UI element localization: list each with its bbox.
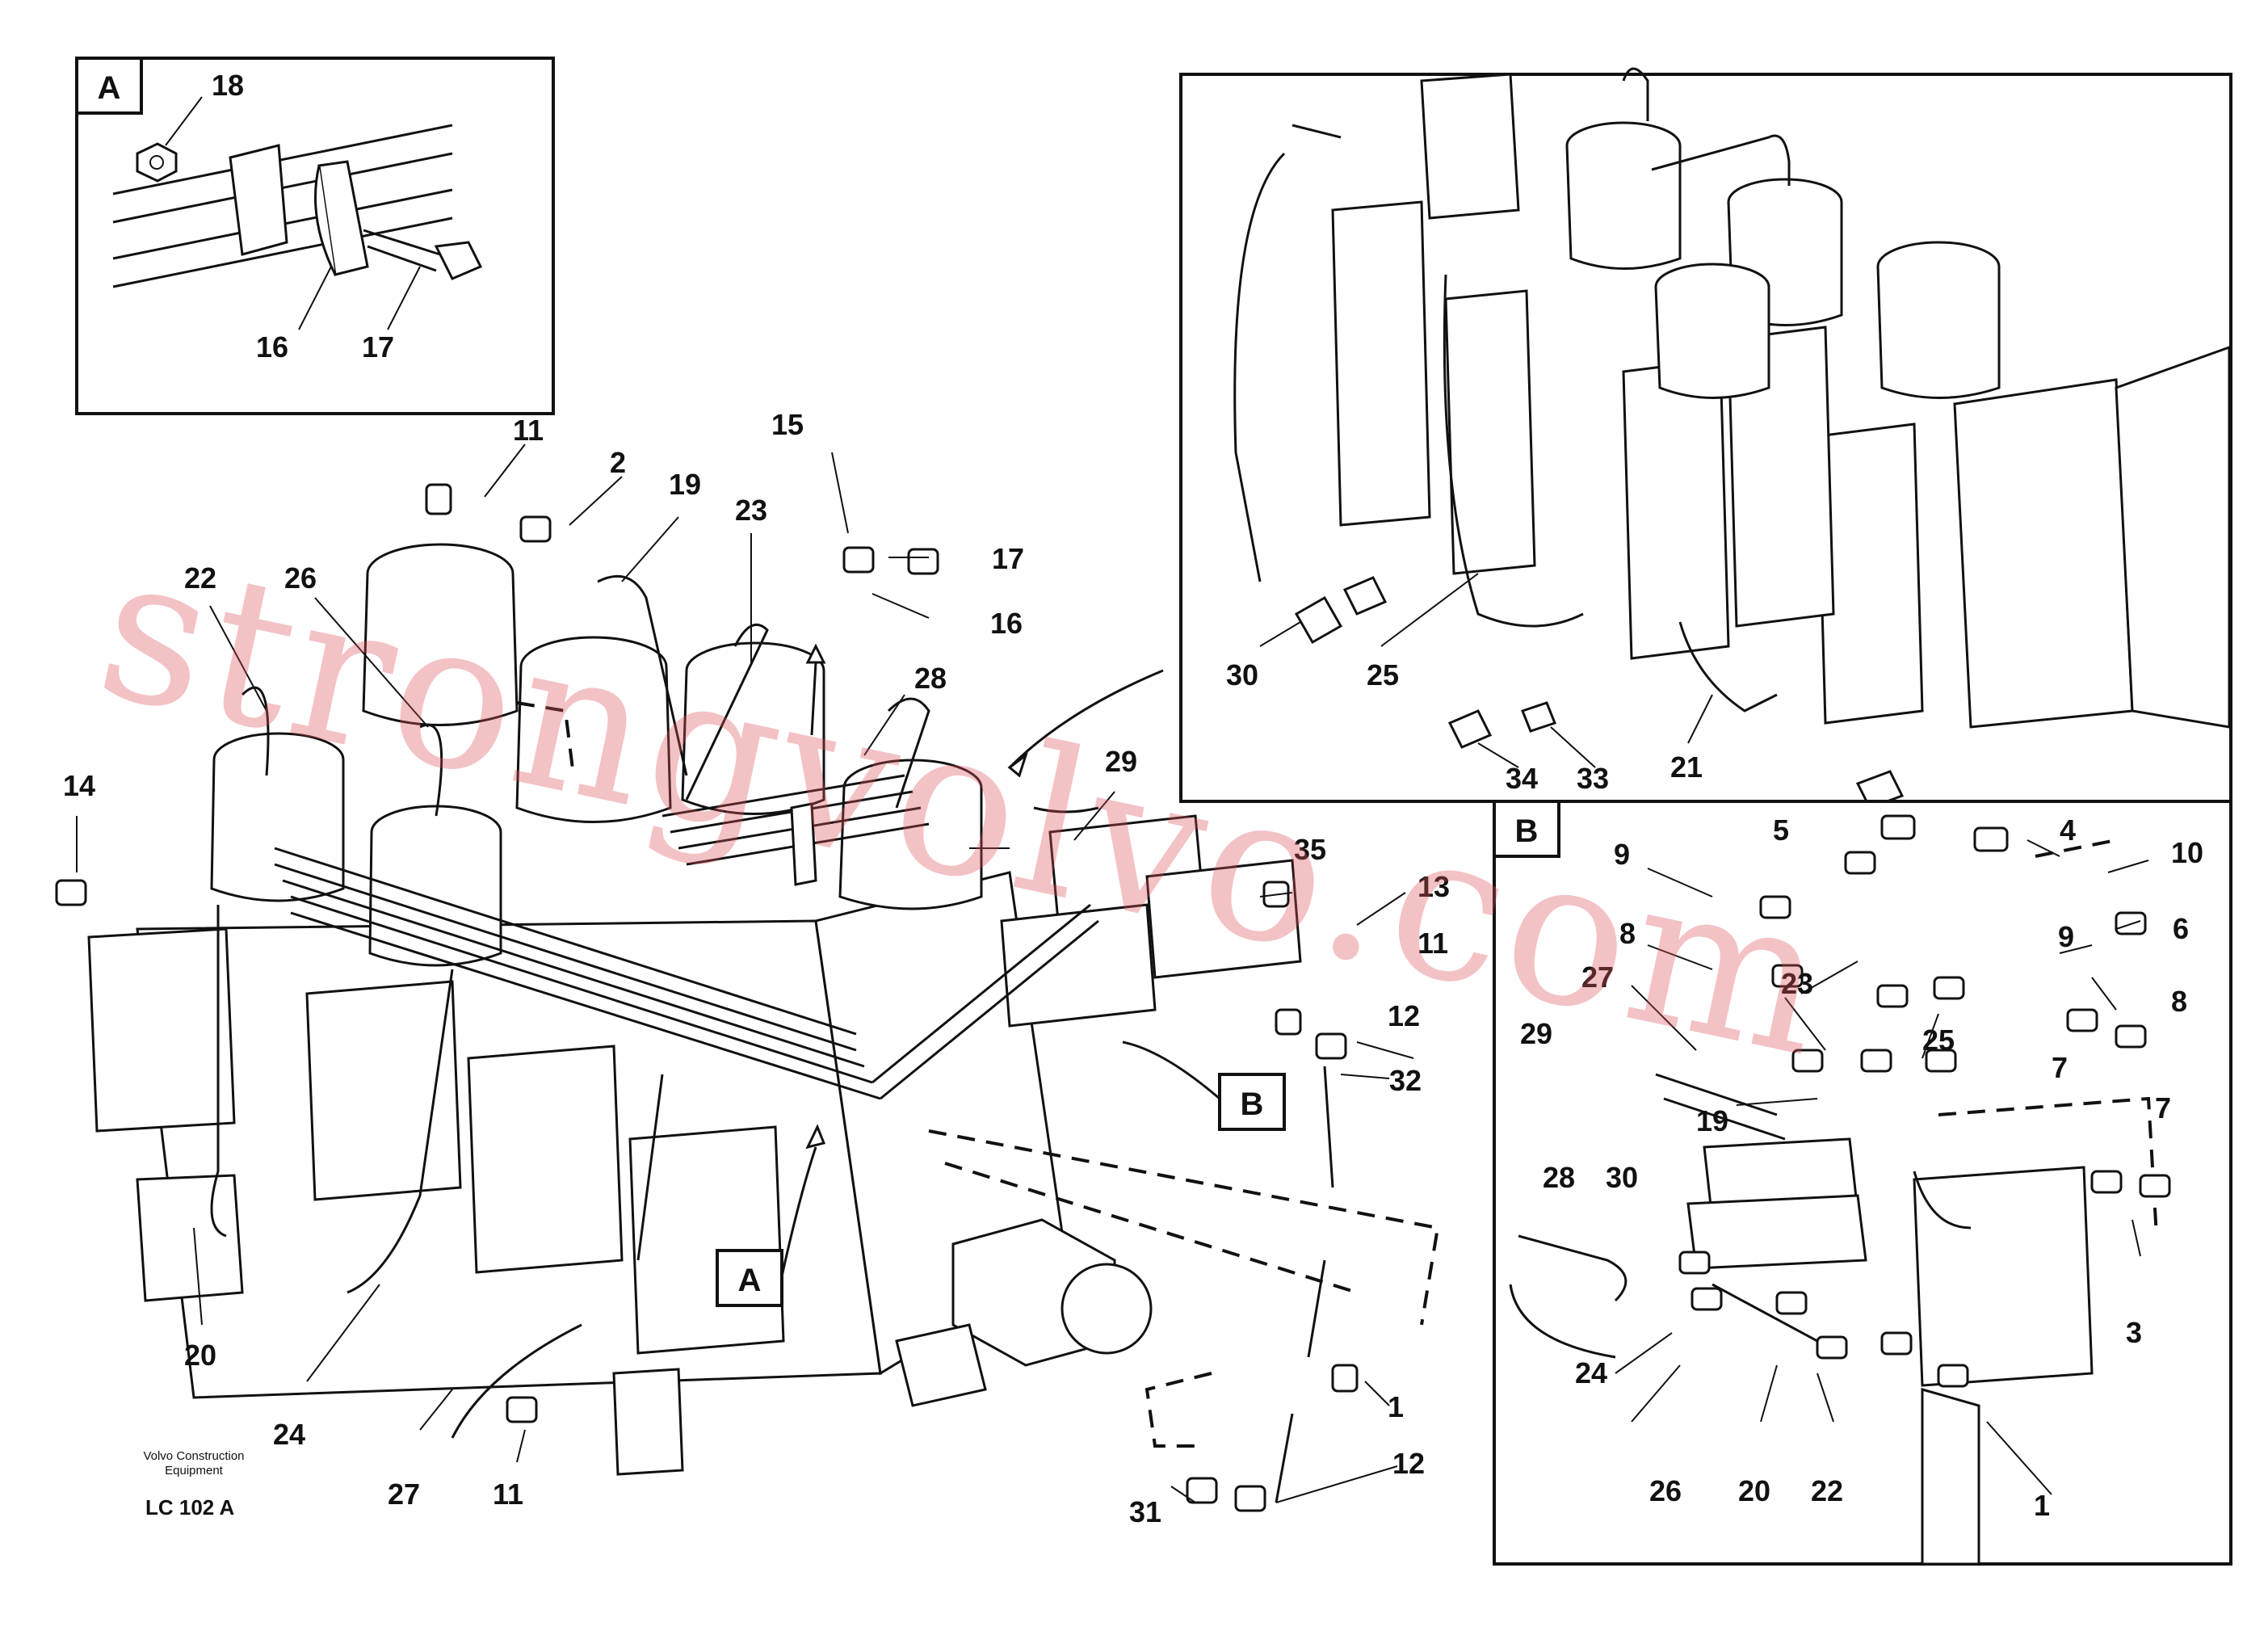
- callout-label: 11: [493, 1478, 523, 1511]
- footer-brand-line2: Equipment: [165, 1464, 224, 1478]
- callout-label: 2: [610, 446, 626, 479]
- callout-label: 31: [1129, 1495, 1161, 1528]
- callout-label: 20: [184, 1339, 216, 1372]
- callout-label: 28: [914, 662, 947, 695]
- inset-a-detail: A 18 16 17: [75, 57, 555, 415]
- callout-label: 17: [362, 330, 394, 364]
- callout-label: 28: [1543, 1161, 1575, 1194]
- callout-label: 22: [184, 561, 216, 595]
- callout-label: 7: [2155, 1091, 2171, 1124]
- callout-label: 22: [1811, 1474, 1843, 1507]
- callout-label: 9: [2058, 920, 2074, 953]
- callout-label: 35: [1294, 833, 1326, 866]
- callout-label: 12: [1388, 999, 1420, 1032]
- view-a-label: A: [738, 1263, 762, 1298]
- callout-label: 27: [388, 1478, 420, 1511]
- view-b-label: B: [1241, 1087, 1264, 1122]
- callout-label: 18: [212, 69, 244, 102]
- callout-label: 4: [2060, 813, 2076, 847]
- callout-label: 23: [1781, 967, 1813, 1000]
- callout-label: 12: [1392, 1447, 1425, 1480]
- callout-label: 1: [2034, 1489, 2050, 1522]
- callout-label: 19: [1696, 1104, 1728, 1137]
- callout-label: 6: [2173, 912, 2189, 945]
- callout-label: 1: [1388, 1390, 1404, 1423]
- callout-label: 33: [1577, 762, 1609, 795]
- inset-a-badge: A: [98, 70, 121, 106]
- callout-label: 17: [992, 542, 1024, 575]
- inset-valve-view: 30 25 34 33 21: [1179, 67, 2232, 809]
- callout-label: 11: [513, 414, 544, 447]
- callout-label: 27: [1581, 961, 1614, 994]
- callout-label: 16: [256, 330, 288, 364]
- callout-label: 14: [63, 769, 95, 802]
- callout-label: 26: [1649, 1474, 1682, 1507]
- callout-label: 5: [1773, 813, 1789, 847]
- main-valve-assembly: A B 11 2 19 23 15 17 16 22 26 28 29 14 3…: [55, 408, 1450, 1528]
- footer: Volvo Construction Equipment LC 102 A: [143, 1449, 244, 1520]
- callout-label: 10: [2171, 836, 2203, 869]
- callout-label: 29: [1520, 1017, 1552, 1050]
- callout-label: 13: [1418, 870, 1450, 903]
- callout-label: 19: [669, 468, 701, 501]
- callout-label: 9: [1614, 838, 1630, 871]
- callout-label: 32: [1389, 1064, 1422, 1097]
- callout-label: 24: [273, 1418, 305, 1451]
- callout-label: 30: [1606, 1161, 1638, 1194]
- callout-label: 26: [284, 561, 317, 595]
- callout-label: 3: [2126, 1316, 2142, 1349]
- callout-label: 25: [1922, 1024, 1955, 1057]
- callout-label: 24: [1575, 1356, 1607, 1389]
- callout-label: 8: [2171, 985, 2187, 1018]
- callout-label: 16: [990, 607, 1023, 640]
- callout-label: 7: [2052, 1051, 2068, 1084]
- callout-label: 29: [1105, 745, 1137, 778]
- drawing-code: LC 102 A: [145, 1495, 235, 1520]
- callout-label: 8: [1619, 917, 1636, 950]
- footer-brand-line1: Volvo Construction: [143, 1449, 244, 1463]
- inset-b-badge: B: [1515, 813, 1539, 849]
- callout-label: 21: [1670, 750, 1703, 784]
- inset-b-detail: B: [1493, 800, 2232, 1566]
- callout-label: 20: [1738, 1474, 1770, 1507]
- callout-label: 25: [1367, 658, 1399, 691]
- callout-label: 34: [1506, 762, 1538, 795]
- callout-label: 15: [771, 408, 804, 441]
- callout-label: 11: [1418, 927, 1448, 960]
- callout-label: 23: [735, 494, 767, 527]
- callout-label: 30: [1226, 658, 1258, 691]
